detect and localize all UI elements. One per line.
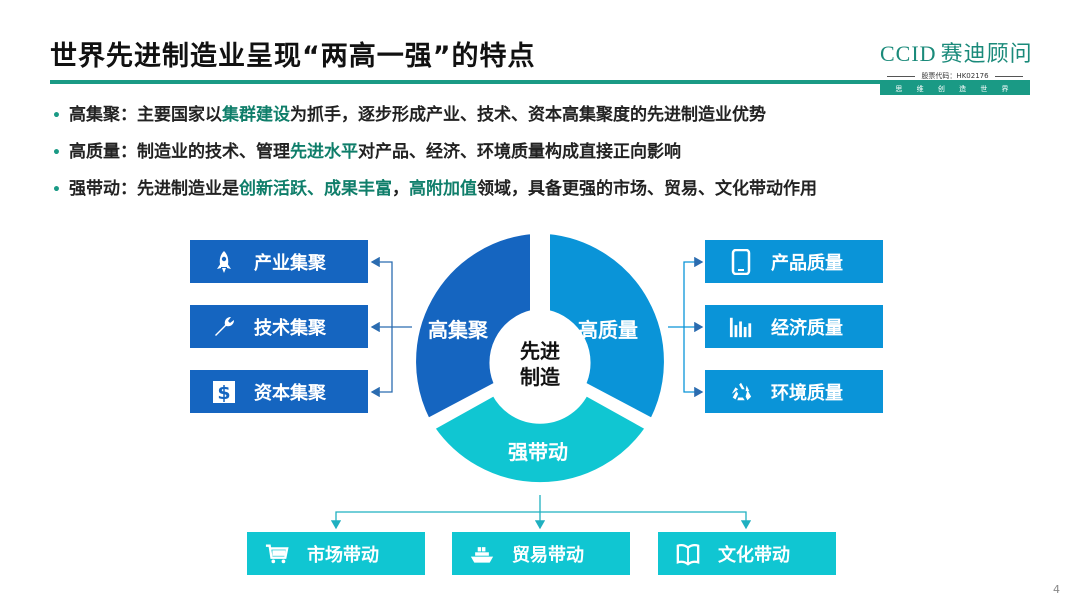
bullet-term: 高集聚：: [68, 105, 137, 125]
box-technology-cluster: 技术集聚: [190, 305, 368, 348]
center-label-line2: 制造: [520, 365, 560, 389]
box-label: 资本集聚: [254, 382, 326, 404]
segment-label-bottom: 强带动: [508, 440, 568, 464]
box-label: 环境质量: [771, 382, 843, 404]
cart-icon: [265, 542, 289, 566]
box-environment-quality: 环境质量: [705, 370, 883, 413]
bar-chart-icon: [729, 315, 753, 339]
bullet-text: ，: [391, 179, 409, 199]
box-industry-cluster: 产业集聚: [190, 240, 368, 283]
book-icon: [676, 542, 700, 566]
logo-stock-code: 股票代码：HK02176: [880, 71, 1030, 81]
box-label: 技术集聚: [254, 317, 326, 339]
center-circle: [490, 312, 590, 412]
box-label: 产业集聚: [254, 252, 326, 274]
rocket-icon: [212, 250, 236, 274]
phone-icon: [729, 248, 753, 275]
bullet-text: 先进制造业是: [136, 179, 239, 199]
box-capital-cluster: $ 资本集聚: [190, 370, 368, 413]
bullet-dot: •: [52, 145, 61, 161]
box-label: 贸易带动: [512, 544, 584, 566]
segment-label-left: 高集聚: [428, 318, 488, 342]
logo-slogan: 思 维 创 造 世 界: [880, 83, 1030, 95]
recycle-icon: [729, 380, 753, 404]
box-product-quality: 产品质量: [705, 240, 883, 283]
page-title: 世界先进制造业呈现“两高一强”的特点: [50, 41, 536, 72]
box-label: 市场带动: [307, 544, 379, 566]
bullet-term: 强带动：: [68, 179, 137, 199]
box-label: 经济质量: [771, 317, 843, 339]
logo-ccid: CCID: [880, 41, 937, 66]
bullet-high-quality: • 高质量： 制造业的技术、管理先进水平对产品、经济、环境质量构成直接正向影响: [52, 137, 817, 174]
svg-text:$: $: [217, 382, 230, 404]
dollar-icon: $: [212, 380, 236, 404]
bullet-high-concentration: • 高集聚： 主要国家以集群建设为抓手，逐步形成产业、技术、资本高集聚度的先进制…: [52, 100, 817, 137]
bullet-list: • 高集聚： 主要国家以集群建设为抓手，逐步形成产业、技术、资本高集聚度的先进制…: [52, 100, 817, 211]
bullet-dot: •: [52, 182, 61, 198]
bullet-text: 主要国家以: [136, 105, 222, 125]
bullet-text: 制造业的技术、管理: [136, 142, 290, 162]
bullet-text: 对产品、经济、环境质量构成直接正向影响: [357, 142, 681, 162]
bullet-highlight: 先进水平: [289, 142, 358, 162]
segment-label-right: 高质量: [578, 318, 638, 342]
bullet-text: 为抓手，逐步形成产业、技术、资本高集聚度的先进制造业优势: [289, 105, 766, 125]
bullet-highlight: 创新活跃、成果丰富: [238, 179, 392, 199]
box-trade-driving: 贸易带动: [452, 532, 630, 575]
box-culture-driving: 文化带动: [658, 532, 836, 575]
box-label: 文化带动: [718, 544, 790, 566]
box-economic-quality: 经济质量: [705, 305, 883, 348]
title-underline: [50, 80, 1030, 84]
right-connectors: [668, 256, 704, 398]
bullet-highlight: 集群建设: [221, 105, 290, 125]
bullet-highlight: 高附加值: [408, 179, 477, 199]
center-label-line1: 先进: [520, 339, 560, 363]
bottom-connectors: [330, 495, 752, 530]
box-market-driving: 市场带动: [247, 532, 425, 575]
logo-name: 赛迪顾问: [940, 42, 1033, 67]
box-label: 产品质量: [771, 252, 843, 274]
bullet-text: 领域，具备更强的市场、贸易、文化带动作用: [476, 179, 817, 199]
page-number: 4: [1053, 583, 1060, 596]
bullet-strong-driving: • 强带动： 先进制造业是创新活跃、成果丰富，高附加值领域，具备更强的市场、贸易…: [52, 174, 817, 211]
center-label: 先进 制造: [514, 338, 566, 390]
left-connectors: [370, 256, 412, 398]
segment-bottom: [430, 391, 650, 487]
bullet-term: 高质量：: [68, 142, 137, 162]
ship-icon: [470, 542, 494, 566]
bullet-dot: •: [52, 108, 61, 124]
wrench-icon: [212, 315, 236, 339]
